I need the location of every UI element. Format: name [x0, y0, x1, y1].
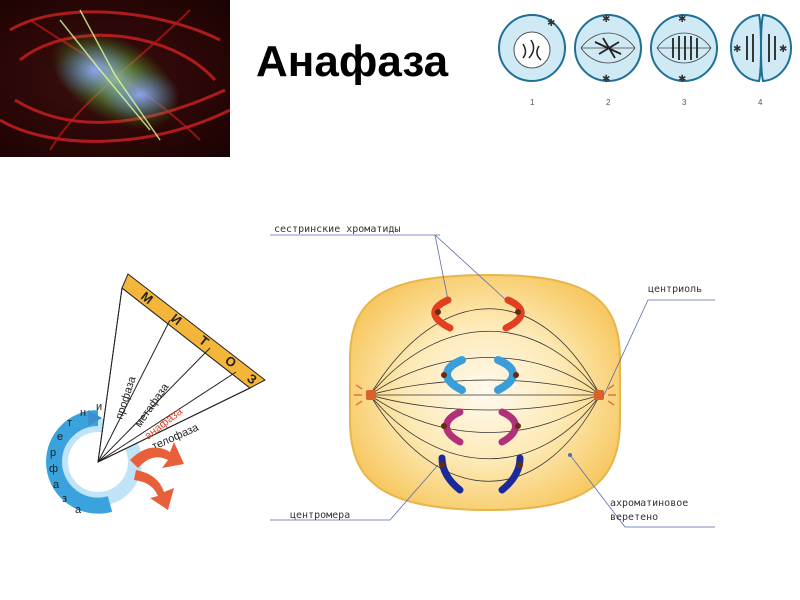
chromatid-pair-4	[438, 454, 524, 494]
anaphase-cell-diagram: сестринские хроматиды центриоль центроме…	[270, 220, 800, 550]
label-sister-chromatids: сестринские хроматиды	[274, 224, 400, 235]
interphase-letter-6: ф	[49, 463, 58, 475]
cell-body	[349, 273, 621, 512]
label-centromere: центромера	[290, 510, 350, 521]
cell-cycle-diagram: М И Т О З профаза метафаза анафаза телоф…	[40, 270, 280, 530]
leader-lines	[270, 234, 715, 528]
interphase-letter-5: р	[50, 447, 56, 459]
label-centriole: центриоль	[648, 284, 702, 295]
chromatid-pair-3	[441, 408, 521, 446]
svg-text:✱: ✱	[602, 14, 610, 25]
interphase-letter-4: е	[57, 431, 63, 443]
mitosis-band	[121, 273, 266, 389]
chromatid-pair-2	[441, 356, 519, 394]
svg-text:✱: ✱	[602, 74, 610, 85]
stage-cell-3: ✱ ✱	[650, 14, 718, 85]
stage-cell-2: ✱ ✱	[574, 14, 642, 85]
stage-number-4: 4	[758, 98, 763, 107]
svg-text:✱: ✱	[733, 44, 741, 55]
interphase-letter-2: н	[80, 407, 86, 419]
interphase-letter-1: и	[96, 401, 102, 413]
page-title: Анафаза	[256, 37, 449, 86]
svg-text:✱: ✱	[779, 44, 787, 55]
division-arrow-icon-2	[134, 470, 174, 510]
stage-number-3: 3	[682, 98, 687, 107]
interphase-letter-3: т	[67, 417, 72, 429]
interphase-letter-8: з	[62, 493, 67, 505]
svg-text:✱: ✱	[678, 74, 686, 85]
interphase-letter-7: а	[53, 479, 60, 491]
micrograph-image	[0, 0, 230, 157]
label-spindle-line1: ахроматиновое	[610, 498, 688, 509]
stage-number-2: 2	[606, 98, 611, 107]
label-spindle-line2: веретено	[610, 512, 658, 523]
mitosis-stages-strip: ✱ ✱ ✱ ✱ ✱ ✱ ✱ 1 2 3 4	[495, 8, 795, 118]
svg-text:✱: ✱	[547, 18, 555, 29]
centriole-left	[354, 384, 376, 406]
chromatid-pair-1	[431, 296, 525, 332]
division-arrow-icon	[130, 442, 184, 468]
interphase-letter-9: а	[75, 504, 82, 516]
stage-number-1: 1	[530, 98, 535, 107]
stage-cell-1: ✱	[498, 14, 566, 82]
interphase-arrow-icon	[88, 410, 102, 426]
micrograph-art	[0, 9, 230, 151]
spindle-fibers	[369, 308, 601, 482]
svg-text:✱: ✱	[678, 14, 686, 25]
stage-cell-4: ✱ ✱	[729, 13, 793, 83]
centriole-right	[594, 384, 616, 406]
